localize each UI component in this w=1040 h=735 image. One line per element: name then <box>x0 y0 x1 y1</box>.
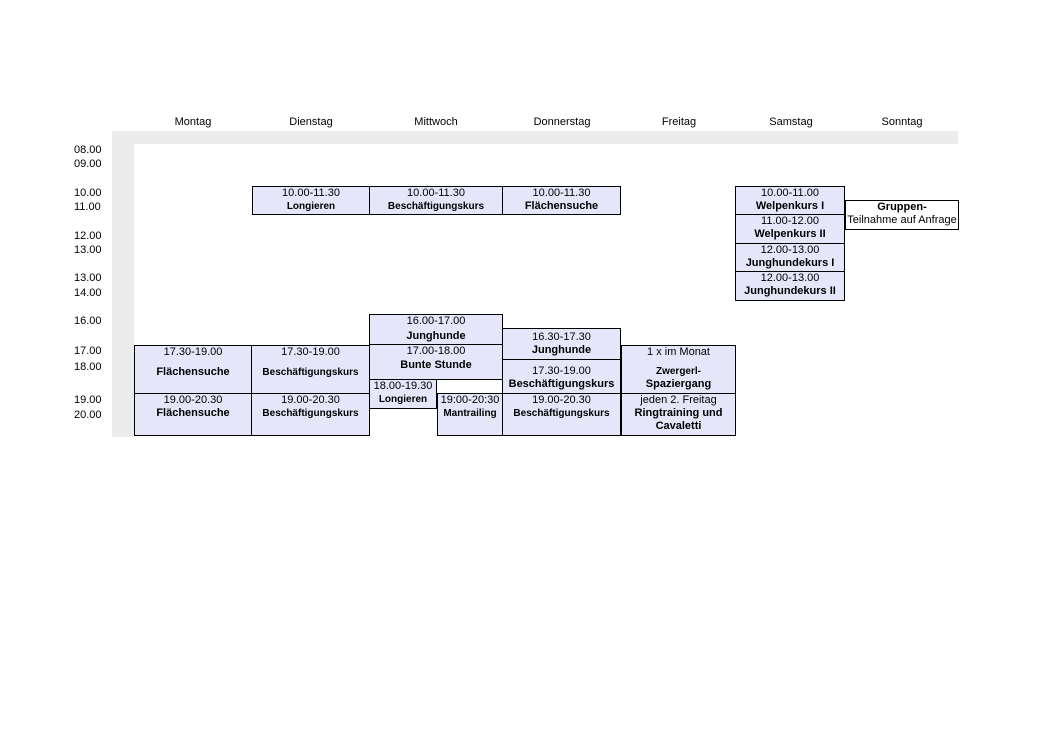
course-time: 10.00-11.30 <box>532 187 591 199</box>
course-time: 10.00-11.00 <box>761 187 819 199</box>
course-title: Mantrailing <box>443 408 497 419</box>
course-title: Junghundekurs II <box>744 285 836 297</box>
course-title: Beschäftigungskurs <box>262 408 359 419</box>
course-time: 10.00-11.30 <box>282 187 340 199</box>
course-title: Flächensuche <box>156 407 230 419</box>
course-junghundekurs-1[interactable]: 12.00-13.00 Junghundekurs I <box>735 243 845 272</box>
course-title: Junghunde <box>531 344 592 356</box>
course-junghundekurs-2[interactable]: 12.00-13.00 Junghundekurs II <box>735 271 845 301</box>
time-label: 12.00 <box>74 230 102 242</box>
course-time: 19.00-20.30 <box>163 394 223 406</box>
course-beschaeftigung-dienstag[interactable]: 17.30-19.00 Beschäftigungskurs <box>251 345 370 394</box>
course-title: Ringtraining und <box>634 407 723 419</box>
day-header-mittwoch: Mittwoch <box>414 116 458 128</box>
course-title: Bunte Stunde <box>400 359 472 371</box>
course-title: Flächensuche <box>524 200 599 212</box>
course-longieren-dienstag[interactable]: 10.00-11.30 Longieren <box>252 186 370 215</box>
course-time: 16.30-17.30 <box>532 331 591 343</box>
time-label: 14.00 <box>74 287 102 299</box>
course-time: 10.00-11.30 <box>407 187 465 199</box>
course-title: Beschäftigungskurs <box>387 201 485 212</box>
course-beschaeftigung-dienstag-2[interactable]: 19.00-20.30 Beschäftigungskurs <box>251 393 370 436</box>
time-label: 18.00 <box>74 361 102 373</box>
course-title-2: Cavaletti <box>655 420 702 432</box>
course-welpenkurs-1[interactable]: 10.00-11.00 Welpenkurs I <box>735 186 845 215</box>
course-mantrailing[interactable]: 19:00-20:30 Mantrailing <box>437 393 503 436</box>
course-time: 17.00-18.00 <box>406 345 466 357</box>
course-title-2: Spaziergang <box>645 378 712 390</box>
grid-header-band <box>112 131 958 144</box>
course-flaechensuche-montag[interactable]: 17.30-19.00 Flächensuche <box>134 345 252 394</box>
course-title: Longieren <box>286 201 336 212</box>
time-label: 11.00 <box>74 201 101 213</box>
course-beschaeftigung-mittwoch[interactable]: 10.00-11.30 Beschäftigungskurs <box>369 186 503 215</box>
time-label: 17.00 <box>74 345 102 357</box>
course-junghunde-donnerstag[interactable]: 16.30-17.30 Junghunde <box>502 328 621 360</box>
day-header-dienstag: Dienstag <box>289 116 333 128</box>
day-header-donnerstag: Donnerstag <box>533 116 591 128</box>
course-time: jeden 2. Freitag <box>640 394 717 406</box>
course-time: 19.00-20.30 <box>532 394 591 406</box>
time-label: 13.00 <box>74 272 102 284</box>
course-time: 17.30-19.00 <box>532 365 591 377</box>
course-title: Welpenkurs I <box>755 200 825 212</box>
course-title: Beschäftigungskurs <box>513 408 610 419</box>
day-header-montag: Montag <box>174 116 212 128</box>
time-label: 10.00 <box>74 187 102 199</box>
time-label: 09.00 <box>74 158 102 170</box>
time-label: 20.00 <box>74 409 102 421</box>
course-zwergerl-spaziergang[interactable]: 1 x im Monat Zwergerl- Spaziergang <box>621 345 736 394</box>
course-beschaeftigung-donnerstag[interactable]: 17.30-19.00 Beschäftigungskurs <box>502 359 621 394</box>
course-time: 19:00-20:30 <box>440 394 500 406</box>
course-title: Zwergerl- <box>655 366 701 377</box>
course-longieren-mittwoch[interactable]: 18.00-19.30 Longieren <box>369 379 437 409</box>
time-label: 13.00 <box>74 244 102 256</box>
course-title: Junghunde <box>406 330 466 342</box>
day-header-samstag: Samstag <box>769 116 813 128</box>
course-title: Flächensuche <box>156 366 230 378</box>
course-time: 18.00-19.30 <box>373 380 433 392</box>
course-time: 16.00-17.00 <box>406 315 466 327</box>
grid-left-band <box>112 131 134 437</box>
day-header-freitag: Freitag <box>661 116 697 128</box>
course-time: 11.00-12.00 <box>761 215 819 227</box>
course-title: Welpenkurs II <box>754 228 826 240</box>
course-title: Beschäftigungskurs <box>262 367 359 378</box>
course-time: 12.00-13.00 <box>760 244 820 256</box>
course-time: 17.30-19.00 <box>281 346 340 358</box>
course-beschaeftigung-donnerstag-2[interactable]: 19.00-20.30 Beschäftigungskurs <box>502 393 621 436</box>
course-flaechensuche-montag-2[interactable]: 19.00-20.30 Flächensuche <box>134 393 252 436</box>
time-label: 08.00 <box>74 144 102 156</box>
day-header-sonntag: Sonntag <box>881 116 923 128</box>
course-junghunde-mittwoch[interactable]: 16.00-17.00 Junghunde <box>369 314 503 345</box>
course-title: Gruppen- <box>877 201 927 213</box>
time-label: 16.00 <box>74 315 102 327</box>
time-label: 19.00 <box>74 394 102 406</box>
course-welpenkurs-2[interactable]: 11.00-12.00 Welpenkurs II <box>735 214 845 244</box>
course-ringtraining-cavaletti[interactable]: jeden 2. Freitag Ringtraining und Cavale… <box>621 393 736 436</box>
course-title: Beschäftigungskurs <box>508 378 615 390</box>
course-title: Junghundekurs I <box>745 257 835 269</box>
course-subtitle: Teilnahme auf Anfrage <box>847 214 957 226</box>
course-gruppen-sonntag[interactable]: Gruppen- Teilnahme auf Anfrage <box>845 200 959 230</box>
course-flaechensuche-donnerstag[interactable]: 10.00-11.30 Flächensuche <box>502 186 621 215</box>
course-title: Longieren <box>378 394 428 405</box>
course-bunte-stunde[interactable]: 17.00-18.00 Bunte Stunde <box>369 344 503 380</box>
course-time: 19.00-20.30 <box>281 394 340 406</box>
course-time: 17.30-19.00 <box>163 346 223 358</box>
course-time: 1 x im Monat <box>647 346 710 358</box>
course-time: 12.00-13.00 <box>760 272 820 284</box>
